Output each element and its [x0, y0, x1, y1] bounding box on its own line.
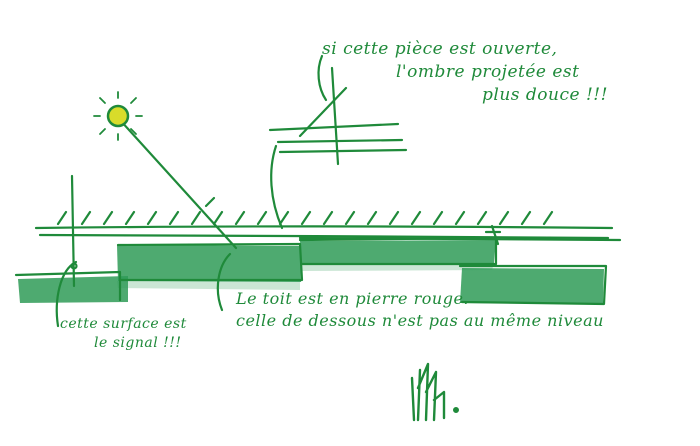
note-left-annotation: cette surface est le signal !!! — [60, 315, 187, 353]
sun-ray — [118, 118, 238, 250]
top-left-hook — [270, 144, 284, 230]
bottom-leader — [216, 252, 232, 312]
roof-underline — [38, 233, 610, 240]
sun-icon — [93, 91, 143, 141]
signature-mark — [410, 362, 460, 422]
ray-tick — [204, 196, 216, 208]
top-horizontal-2 — [276, 138, 404, 144]
ink-lines — [14, 54, 622, 328]
wash-middle — [117, 281, 300, 290]
note-bottom-line-1: Le toit est en pierre rouge. — [236, 289, 469, 308]
top-vertical — [330, 66, 340, 166]
left-leader-dot — [70, 262, 78, 270]
note-top-line-2: l'ombre projetée est — [396, 61, 580, 82]
section-outline-lower — [14, 242, 304, 302]
step-line-upper — [298, 236, 622, 242]
note-bottom-annotation: Le toit est en pierre rouge. celle de de… — [236, 288, 604, 331]
roof-line — [34, 225, 614, 230]
fill-step-band — [300, 240, 496, 265]
note-top-annotation: si cette pièce est ouverte, l'ombre proj… — [322, 38, 608, 107]
note-left-line-2: le signal !!! — [94, 334, 182, 351]
fill-left-band — [18, 276, 128, 303]
roof-hatching — [56, 210, 554, 226]
note-top-line-3: plus douce !!! — [482, 84, 608, 105]
fill-middle-band — [117, 245, 301, 282]
top-leader — [317, 54, 328, 102]
note-top-line-1: si cette pièce est ouverte, — [322, 39, 558, 59]
section-outline-right — [458, 264, 608, 306]
top-horizontal-3 — [278, 148, 408, 154]
note-left-line-1: cette surface est — [60, 316, 187, 332]
section-fills — [18, 240, 604, 304]
note-bottom-line-2: celle de dessous n'est pas au même nivea… — [236, 310, 604, 330]
right-marker — [484, 224, 502, 246]
fill-right-band — [460, 268, 604, 304]
top-horizontal-1 — [268, 122, 400, 132]
